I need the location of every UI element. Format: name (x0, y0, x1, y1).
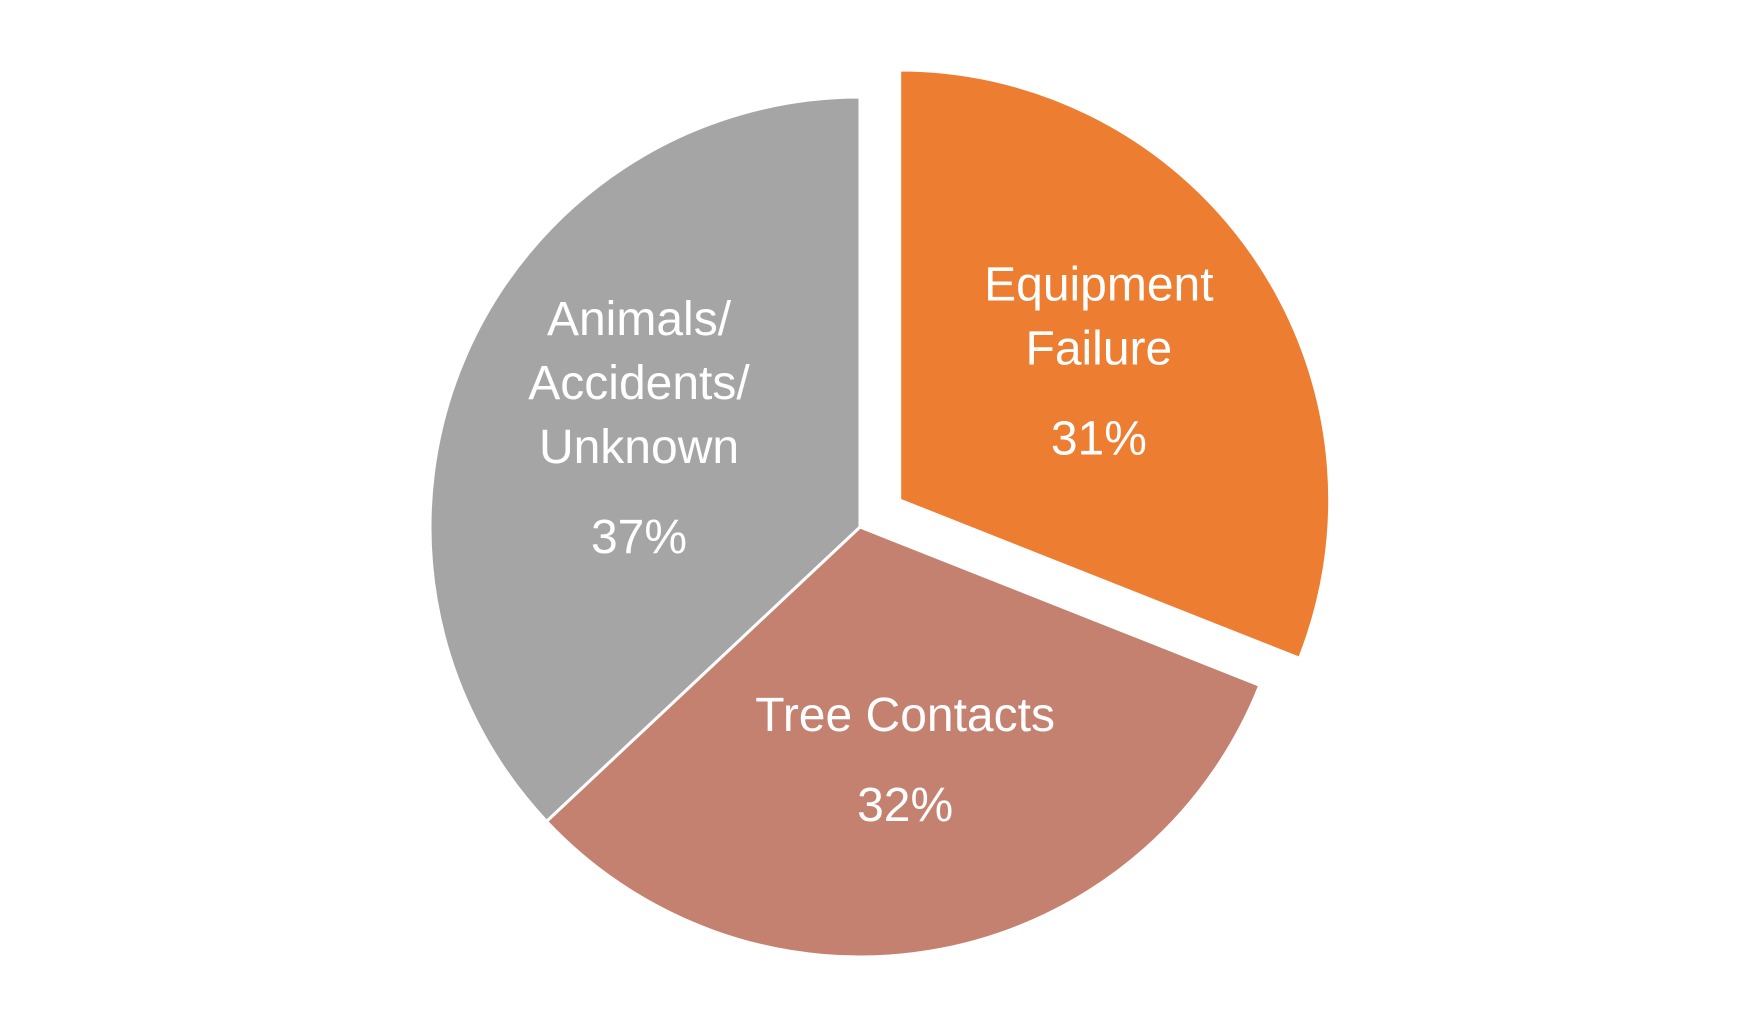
slice-category-label: Equipment (984, 258, 1213, 311)
pie-slice-equipment-failure[interactable] (898, 68, 1332, 661)
slice-category-label: Accidents/ (528, 357, 750, 410)
slice-percent-label: 31% (1051, 412, 1147, 465)
pie-slice-animals-accidents-unknown[interactable] (428, 95, 862, 824)
slice-percent-label: 37% (591, 511, 687, 564)
pie-slice-tree-contacts[interactable] (544, 525, 1262, 959)
slice-percent-label: 32% (857, 779, 953, 832)
slice-category-label: Animals/ (547, 293, 732, 346)
slice-category-label: Tree Contacts (755, 689, 1055, 742)
slice-category-label: Unknown (539, 421, 739, 474)
slice-label-group-animals-accidents-unknown: Animals/Accidents/Unknown 37% (528, 293, 750, 564)
slice-category-label: Failure (1026, 322, 1173, 375)
slice-label-group-tree-contacts: Tree Contacts 32% (755, 689, 1055, 832)
